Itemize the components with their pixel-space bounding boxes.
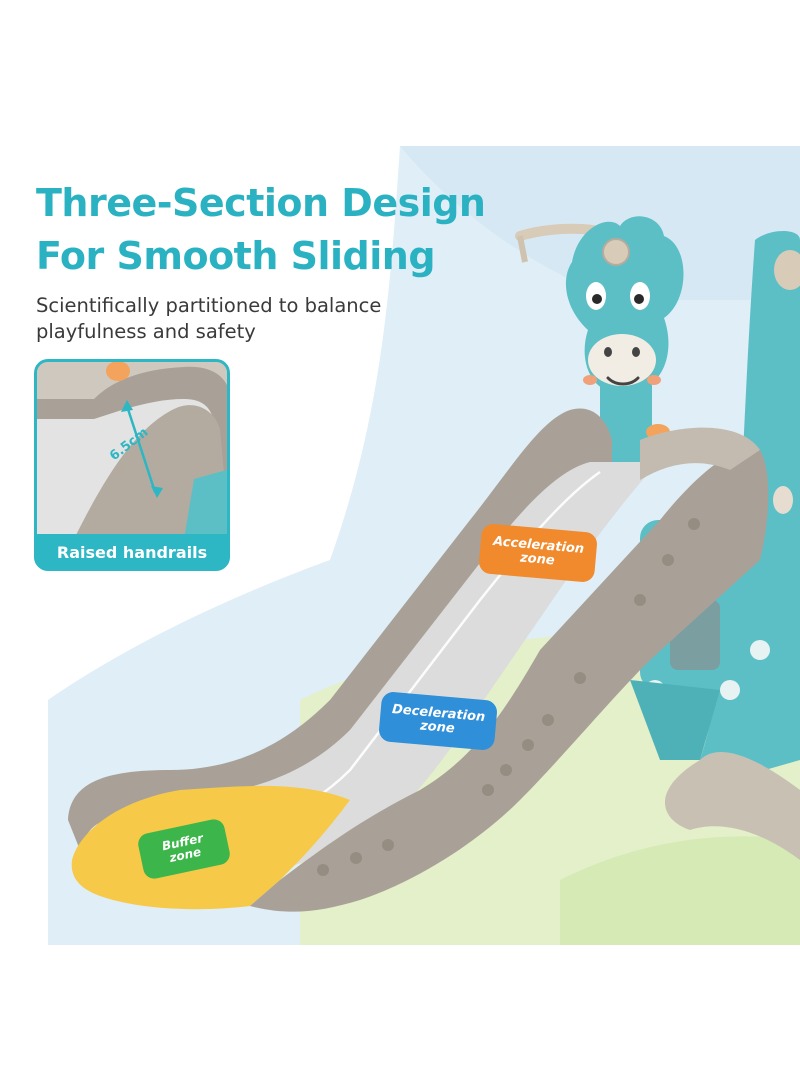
headline-line-2: For Smooth Sliding xyxy=(36,234,436,278)
handrail-closeup xyxy=(37,362,227,539)
subheadline-line-1: Scientifically partitioned to balance xyxy=(36,294,382,317)
inset-detail-image: 6.5cm xyxy=(34,359,230,571)
deceleration-zone-line-2: zone xyxy=(419,718,456,737)
deceleration-zone-label: Deceleration zone xyxy=(378,691,498,751)
giraffe-head xyxy=(565,216,684,480)
acceleration-zone-label: Acceleration zone xyxy=(478,523,598,583)
acceleration-zone-line-2: zone xyxy=(519,550,556,569)
headline-line-1: Three-Section Design xyxy=(36,181,486,225)
raised-handrails-badge: Raised handrails xyxy=(34,534,230,570)
subheadline-line-2: playfulness and safety xyxy=(36,320,256,343)
measurement-arrow-icon xyxy=(121,400,163,498)
grass-shape-2 xyxy=(560,836,800,945)
backdrop-curve xyxy=(400,146,800,300)
